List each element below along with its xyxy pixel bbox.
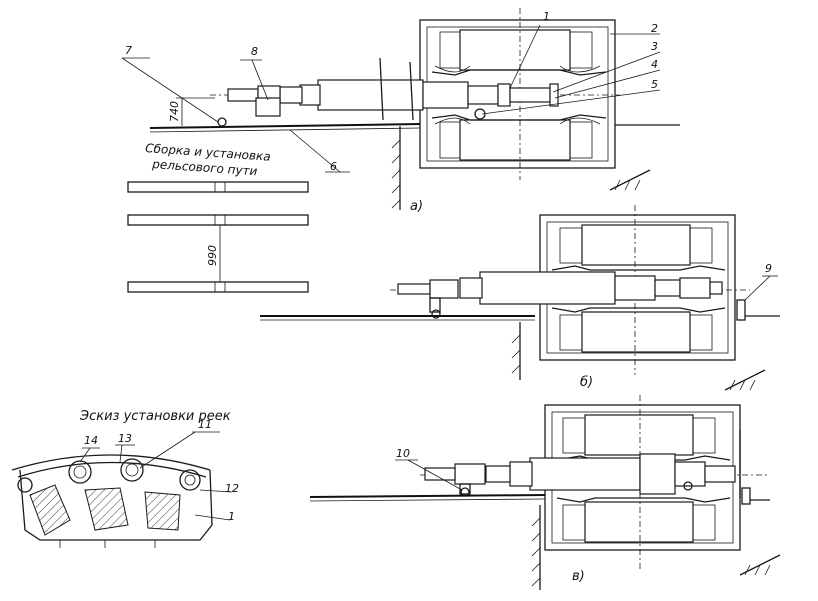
- callout-8: 8: [251, 45, 258, 58]
- callout-11: 11: [198, 418, 212, 431]
- callout-1-rack: 1: [228, 510, 235, 523]
- view-label-a: а): [410, 199, 423, 214]
- view-v: 10 в): [309, 395, 781, 590]
- callout-5: 5: [651, 78, 658, 91]
- callout-7: 7: [125, 44, 132, 57]
- callout-4: 4: [651, 58, 658, 71]
- callout-6: 6: [330, 160, 337, 173]
- view-a: 740 7 8 1 2 3 4 5 6 а): [121, 8, 680, 214]
- callout-10: 10: [396, 447, 410, 460]
- callout-3: 3: [651, 40, 658, 53]
- view-label-v: в): [572, 569, 585, 584]
- callout-13: 13: [118, 432, 132, 445]
- rail-assembly: Сборка и установка рельсового пути 990: [127, 141, 309, 293]
- callout-9: 9: [765, 262, 772, 275]
- callout-1: 1: [543, 10, 550, 23]
- dimension-gauge: 990: [206, 245, 219, 266]
- caption-rack-sketch: Эскиз установки реек: [79, 409, 231, 424]
- callout-14: 14: [84, 434, 98, 447]
- callout-12: 12: [225, 482, 239, 495]
- callout-2: 2: [651, 22, 658, 35]
- view-b: 9 б): [260, 205, 780, 391]
- dimension-height: 740: [168, 101, 181, 122]
- rack-sketch: Эскиз установки реек 14 13 11 12 1: [11, 409, 239, 548]
- view-label-b: б): [580, 375, 593, 390]
